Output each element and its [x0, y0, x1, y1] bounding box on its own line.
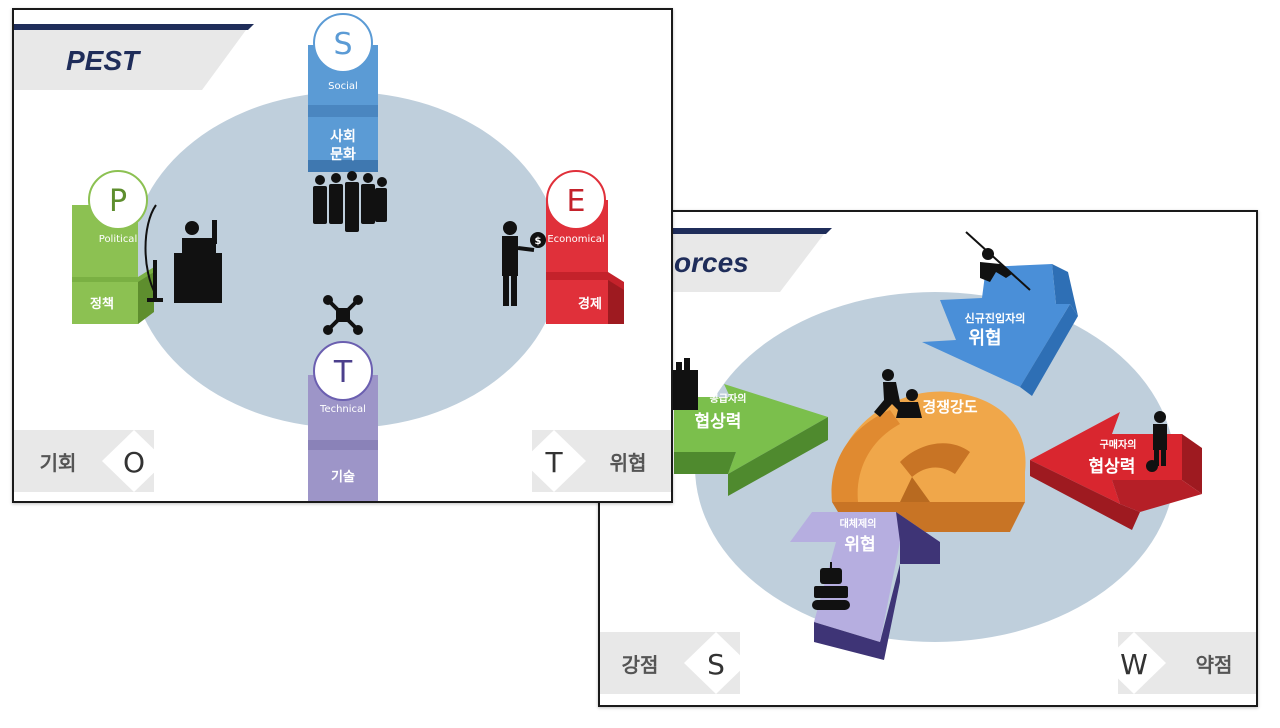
strength-letter: S — [707, 648, 725, 681]
new-entrants-label-line2: 위협 — [968, 327, 1001, 349]
economical-pillar — [546, 170, 624, 324]
suppliers-arrow — [674, 384, 828, 496]
weakness-diamond — [1102, 632, 1166, 694]
opportunity-diamond — [102, 430, 166, 492]
technical-english: Technical — [319, 404, 366, 415]
new-entrants-arrow — [922, 264, 1078, 396]
technical-pillar — [308, 341, 378, 501]
political-korean: 정책 — [90, 296, 114, 312]
suppliers-label-line2: 협상력 — [695, 411, 742, 432]
five-forces-canvas: orces 경쟁강도 신규진입자의 위협 — [600, 228, 1256, 694]
pest-title: PEST — [66, 45, 142, 76]
five-forces-slide[interactable]: orces 경쟁강도 신규진입자의 위협 — [598, 210, 1258, 707]
threat-diamond — [522, 430, 586, 492]
fighting-people-icon — [874, 369, 922, 418]
strength-diamond — [684, 632, 748, 694]
buyers-label-line2: 협상력 — [1089, 456, 1136, 477]
factory-machine-icon — [672, 358, 698, 410]
social-english: Social — [328, 81, 358, 92]
rivalry-label: 경쟁강도 — [922, 398, 977, 416]
opportunity-letter: O — [123, 446, 145, 479]
economical-letter: E — [567, 184, 586, 219]
businessman-moneybag-icon — [1146, 411, 1167, 472]
strength-label: 강점 — [622, 653, 659, 677]
social-korean-line1: 사회 — [330, 129, 356, 145]
speaker-podium-icon — [144, 204, 222, 303]
technical-letter: T — [333, 355, 353, 390]
robot-icon — [812, 562, 850, 610]
crowd-icon — [313, 171, 387, 232]
social-pillar — [308, 13, 378, 172]
political-english: Political — [99, 234, 137, 245]
suppliers-label-line1: 공급자의 — [710, 392, 747, 405]
title-banner — [14, 30, 246, 90]
weakness-letter: W — [1120, 648, 1148, 681]
pest-slide[interactable]: PEST S Social 사회 문화 — [12, 8, 673, 503]
social-letter: S — [333, 27, 352, 62]
economical-korean: 경제 — [578, 296, 602, 312]
dollar-glyph: $ — [535, 236, 542, 247]
title-accent-bar — [14, 24, 254, 30]
drone-icon — [323, 295, 363, 335]
pest-canvas: PEST S Social 사회 문화 — [14, 13, 671, 501]
substitutes-label-line1: 대체제의 — [840, 517, 877, 530]
technical-korean: 기술 — [331, 470, 355, 485]
threat-letter: T — [544, 446, 563, 479]
threat-label: 위협 — [610, 451, 647, 475]
social-korean-line2: 문화 — [330, 147, 356, 163]
businessman-coin-icon — [502, 221, 546, 306]
weakness-label: 약점 — [1196, 653, 1233, 677]
pole-vaulter-icon — [965, 231, 1031, 291]
opportunity-label: 기회 — [40, 451, 77, 475]
buyers-arrow — [1030, 412, 1202, 530]
economical-english: Economical — [547, 234, 604, 245]
political-pillar — [72, 170, 154, 324]
new-entrants-label-line1: 신규진입자의 — [965, 311, 1026, 325]
background-ellipse — [131, 92, 561, 428]
political-letter: P — [109, 184, 127, 219]
rivalry-shape — [831, 391, 1026, 532]
substitutes-label-line2: 위협 — [844, 534, 875, 555]
buyers-label-line1: 구매자의 — [1100, 438, 1137, 451]
five-forces-title: orces — [674, 247, 749, 278]
